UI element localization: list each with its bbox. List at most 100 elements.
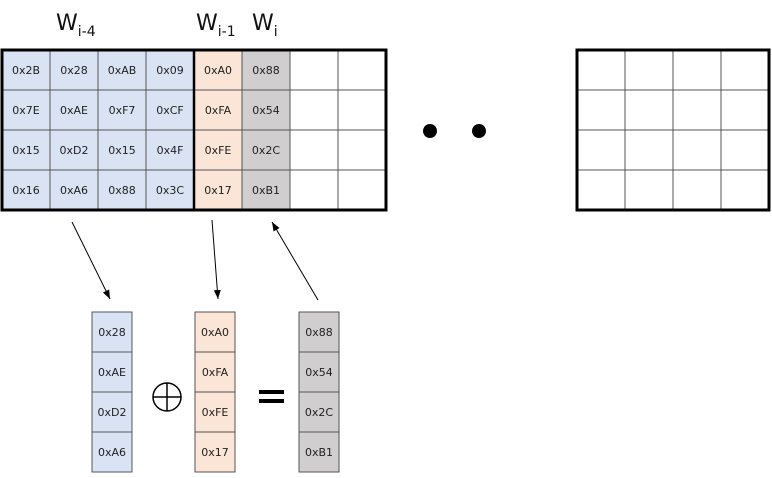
key-cell	[337, 129, 387, 171]
word-cell	[91, 351, 133, 393]
empty-cell	[720, 49, 770, 91]
key-cell-value: 0x88	[108, 184, 136, 197]
key-cell-value: 0x7E	[12, 104, 40, 117]
word-cell-value: 0x2C	[305, 406, 334, 419]
word-cell-value: 0x88	[305, 326, 333, 339]
word-cell	[298, 351, 340, 393]
key-cell	[241, 89, 291, 131]
word-cell-value: 0x54	[305, 366, 333, 379]
ellipsis-dot	[423, 124, 437, 138]
key-cell	[193, 129, 243, 171]
empty-cell	[576, 129, 626, 171]
arrow-w-i-minus-1-to-operand	[211, 219, 221, 300]
empty-cell	[720, 169, 770, 211]
ellipsis-dot	[472, 124, 486, 138]
word-cell	[194, 431, 236, 473]
word-cell-value: 0x17	[201, 446, 229, 459]
key-cell-value: 0x15	[108, 144, 136, 157]
key-cell-value: 0x17	[204, 184, 232, 197]
key-cell-value: 0x2B	[12, 64, 40, 77]
empty-block-border	[575, 48, 771, 212]
key-cell-value: 0xCF	[156, 104, 184, 117]
word-cell	[91, 431, 133, 473]
key-cell	[97, 89, 147, 131]
key-cell	[97, 169, 147, 211]
empty-cell	[624, 89, 674, 131]
key-cell	[289, 89, 339, 131]
empty-cell	[576, 49, 626, 91]
key-cell-value: 0xD2	[60, 144, 89, 157]
key-cell-value: 0x3C	[156, 184, 185, 197]
key-cell	[49, 89, 99, 131]
arrow-result-to-w-i	[271, 221, 319, 301]
key-cell-value: 0xA6	[60, 184, 88, 197]
key-cell	[241, 129, 291, 171]
word-cell-value: 0xB1	[305, 446, 333, 459]
key-cell	[145, 89, 195, 131]
key-cell-value: 0x15	[12, 144, 40, 157]
key-cell	[337, 169, 387, 211]
key-cell-value: 0x4F	[157, 144, 184, 157]
key-cell	[241, 49, 291, 91]
empty-cell	[576, 169, 626, 211]
key-schedule-block: 0x2B 0x7E 0x15 0x16 0x28 0xAE 0xD2 0xA6 0xAB 0xF7…	[0, 48, 388, 212]
key-cell-value: 0xFA	[205, 104, 232, 117]
key-cell	[289, 129, 339, 171]
xor-result-column: 0x88 0x54 0x2C 0xB1	[298, 311, 340, 473]
xor-operand-a-column: 0x28 0xAE 0xD2 0xA6	[91, 311, 133, 473]
word-cell	[194, 391, 236, 433]
word-cell-value: 0xFA	[202, 366, 229, 379]
word-cell	[298, 431, 340, 473]
key-cell-value: 0xAB	[108, 64, 137, 77]
key-cell	[337, 89, 387, 131]
key-cell	[1, 89, 51, 131]
empty-cell	[624, 169, 674, 211]
key-cell	[145, 169, 195, 211]
key-cell-value: 0x28	[60, 64, 88, 77]
key-cell	[289, 169, 339, 211]
xor-operand-b-column: 0xA0 0xFA 0xFE 0x17	[194, 311, 236, 473]
empty-cell	[720, 129, 770, 171]
key-cell-value: 0x09	[156, 64, 184, 77]
word-cell-value: 0xD2	[98, 406, 127, 419]
empty-cell	[672, 89, 722, 131]
label-w-i: Wi	[252, 11, 278, 40]
word-cell-value: 0x28	[98, 326, 126, 339]
key-cell-value: 0xFE	[205, 144, 232, 157]
label-w-i-minus-1: Wi-1	[196, 11, 236, 40]
empty-cell	[672, 49, 722, 91]
key-cell-value: 0xF7	[109, 104, 136, 117]
label-w-i-minus-4: Wi-4	[56, 11, 96, 40]
empty-cell	[576, 89, 626, 131]
equals-symbol	[259, 390, 284, 403]
word-cell-value: 0xAE	[98, 366, 126, 379]
empty-cell	[624, 129, 674, 171]
word-cell	[194, 351, 236, 393]
empty-cell	[672, 169, 722, 211]
key-cell-value: 0xB1	[252, 184, 280, 197]
word-cell	[298, 311, 340, 353]
key-cell	[1, 49, 51, 91]
word-cell-value: 0xFE	[202, 406, 229, 419]
key-cell-value: 0x2C	[252, 144, 281, 157]
key-cell	[289, 49, 339, 91]
word-cell-value: 0xA0	[201, 326, 229, 339]
key-cell	[193, 169, 243, 211]
empty-cell	[624, 49, 674, 91]
xor-symbol	[152, 382, 182, 412]
key-cell-value: 0xAE	[60, 104, 88, 117]
empty-cell	[720, 89, 770, 131]
key-cell-value: 0x88	[252, 64, 280, 77]
key-cell-value: 0x54	[252, 104, 280, 117]
word-cell	[91, 391, 133, 433]
word-cell-value: 0xA6	[98, 446, 126, 459]
empty-key-block	[575, 48, 771, 212]
empty-cell	[672, 129, 722, 171]
arrow-w-i-minus-4-to-operand	[71, 221, 111, 300]
key-cell	[49, 169, 99, 211]
key-cell-value: 0xA0	[204, 64, 232, 77]
key-cell	[337, 49, 387, 91]
key-cell-value: 0x16	[12, 184, 40, 197]
